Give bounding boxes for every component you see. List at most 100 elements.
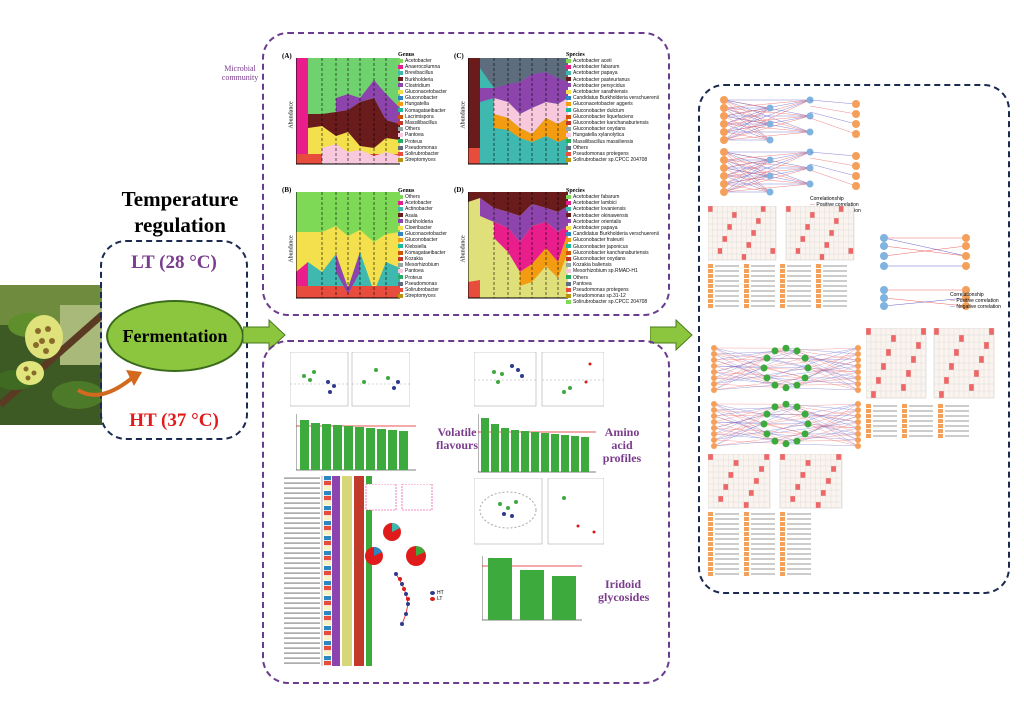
network-node xyxy=(766,156,774,164)
taxa-swatch xyxy=(744,289,749,293)
network-edge xyxy=(723,159,771,177)
network-edge xyxy=(713,347,765,369)
legend-entry: Gluconobacter xyxy=(398,95,447,101)
taxa-label xyxy=(823,265,847,267)
taxa-swatch xyxy=(938,429,943,433)
network-node xyxy=(793,381,801,389)
network-node xyxy=(720,164,728,172)
legend-entry: Pantoea xyxy=(398,132,447,138)
legend-entry: Gluconobacter frateurii xyxy=(566,237,659,243)
taxa-swatch xyxy=(708,289,713,293)
network-node xyxy=(806,112,814,120)
taxa-label xyxy=(787,518,811,520)
grid-cell xyxy=(748,489,755,497)
grid-cell xyxy=(755,217,761,225)
taxa-label xyxy=(751,305,775,307)
network-edge xyxy=(713,413,806,417)
legend-swatch xyxy=(398,194,403,199)
grid-cell xyxy=(829,229,835,237)
legend-text: Acetobacter lambici xyxy=(573,200,617,207)
taxa-label xyxy=(715,573,739,575)
circular-networks xyxy=(711,344,861,449)
network-edge xyxy=(723,131,811,141)
legend-swatch xyxy=(566,126,571,131)
taxa-swatch xyxy=(780,279,785,283)
legend-text: Kozakia xyxy=(405,256,423,263)
legend-entry: Candidatus Burkholderia verschuerenii xyxy=(566,231,659,237)
network-edge xyxy=(713,357,768,391)
grid-cell xyxy=(795,483,801,491)
legend-entry: Pantoea xyxy=(398,268,447,274)
taxa-swatch xyxy=(744,527,749,531)
network-edge xyxy=(785,404,859,447)
taxa-label xyxy=(945,420,969,422)
taxa-label xyxy=(787,305,811,307)
taxa-label xyxy=(787,528,811,530)
heatmap-cell xyxy=(324,596,331,601)
volatile-vip-bars xyxy=(296,414,416,471)
grid-cell xyxy=(751,229,757,237)
network-edge xyxy=(713,406,798,429)
legend-text: Acetobacter persycidus xyxy=(573,82,625,89)
legend-text: Actinobacter xyxy=(405,206,433,213)
taxa-swatch xyxy=(744,264,749,268)
taxa-label xyxy=(715,518,739,520)
network-node xyxy=(855,357,861,363)
taxa-label xyxy=(787,558,811,560)
taxa-label xyxy=(751,513,775,515)
panel-a-label: (A) xyxy=(282,52,292,60)
network-node xyxy=(766,136,774,144)
legend-entry: Solirubrobacter xyxy=(398,287,447,293)
legend-entry: Acetobacter papaya xyxy=(566,70,659,76)
heatmap-cell xyxy=(324,506,331,511)
legend-entry: Gluconobacter oxydans xyxy=(566,256,659,262)
grid-cell xyxy=(848,247,854,255)
grid-cell xyxy=(717,247,723,255)
taxa-label xyxy=(715,513,739,515)
legend-swatch xyxy=(566,133,571,138)
panel-a-genus-lt: (A) Abundance xyxy=(282,52,402,178)
legend-text: Mesorhizobium xyxy=(405,262,439,269)
taxa-swatch xyxy=(708,567,713,571)
legend-entry: Kozakia baliensis xyxy=(566,262,659,268)
network-edge xyxy=(713,403,787,444)
legend-text: Others xyxy=(405,194,421,200)
network-edge xyxy=(766,377,859,385)
legend-swatch xyxy=(566,244,571,249)
taxa-label xyxy=(751,275,775,277)
legend-swatch xyxy=(566,194,571,199)
legend-text: Pseudomonas xyxy=(405,280,437,287)
legend-entry: Proteus xyxy=(398,139,447,145)
network-edge xyxy=(713,350,798,355)
legend-text: Acetobacter xyxy=(405,200,432,207)
taxa-swatch xyxy=(708,274,713,278)
taxa-label xyxy=(751,265,775,267)
taxa-swatch xyxy=(744,274,749,278)
network-node xyxy=(720,104,728,112)
taxa-swatch xyxy=(708,532,713,536)
grid-cell xyxy=(958,334,965,343)
network-node xyxy=(711,351,717,357)
legend-text: Gluconobacter dulcium xyxy=(573,107,625,114)
network-node xyxy=(711,425,717,431)
legend-entry: Acetobacter xyxy=(398,58,447,64)
legend-text: Acetobacter lovaniensis xyxy=(573,206,626,213)
legend-entry: Streptomyces xyxy=(398,157,447,163)
taxa-swatch xyxy=(780,552,785,556)
legend-entry: Komagataeibacter xyxy=(398,250,447,256)
amino-acid-label: Amino acid profiles xyxy=(602,425,642,465)
legend-swatch xyxy=(566,71,571,76)
heatmap-cell xyxy=(324,551,331,556)
curved-arrow-icon xyxy=(76,370,142,397)
network-node xyxy=(855,407,861,413)
taxa-label xyxy=(715,295,739,297)
legend-text: Pantoea xyxy=(405,268,424,275)
network-edge xyxy=(723,175,771,185)
legend-text: Solirubrobacter xyxy=(405,287,439,294)
taxa-swatch xyxy=(780,284,785,288)
legend-swatch xyxy=(566,207,571,212)
taxa-swatch xyxy=(744,572,749,576)
heatmap-row-label xyxy=(284,522,320,524)
